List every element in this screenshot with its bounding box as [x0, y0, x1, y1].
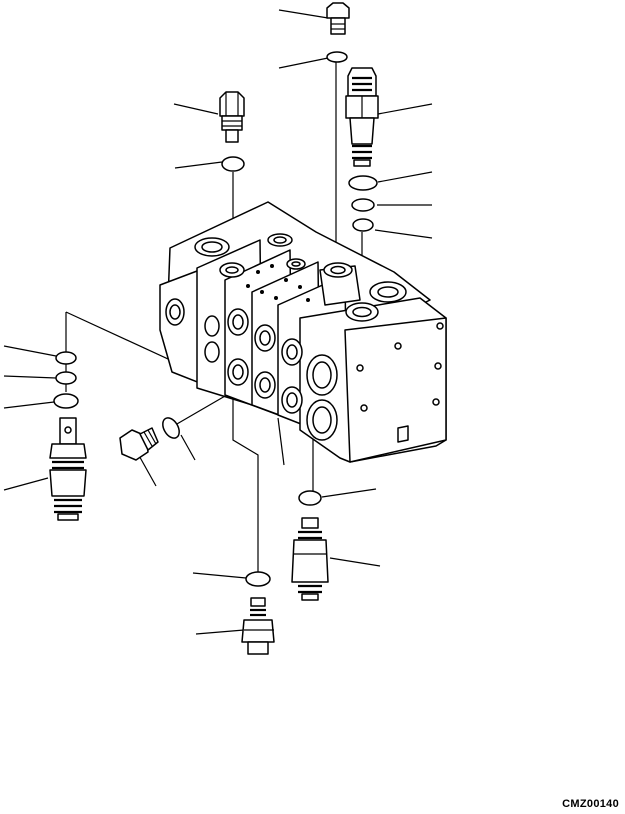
relief-valve-bottom: [241, 597, 275, 655]
relief-valve-left: [49, 417, 87, 521]
relief-valve-upper-right: [345, 67, 379, 167]
hex-plug: [119, 427, 159, 461]
top-plug: [326, 2, 350, 35]
o-rings: [53, 51, 378, 587]
figure-code-label: CMZ00140: [562, 798, 619, 810]
center-lines: [65, 62, 363, 578]
leader-lines: [3, 9, 433, 635]
relief-valve-upper-left: [219, 91, 245, 143]
control-valve-body: [159, 201, 447, 463]
relief-valve-lower-right: [291, 517, 329, 601]
